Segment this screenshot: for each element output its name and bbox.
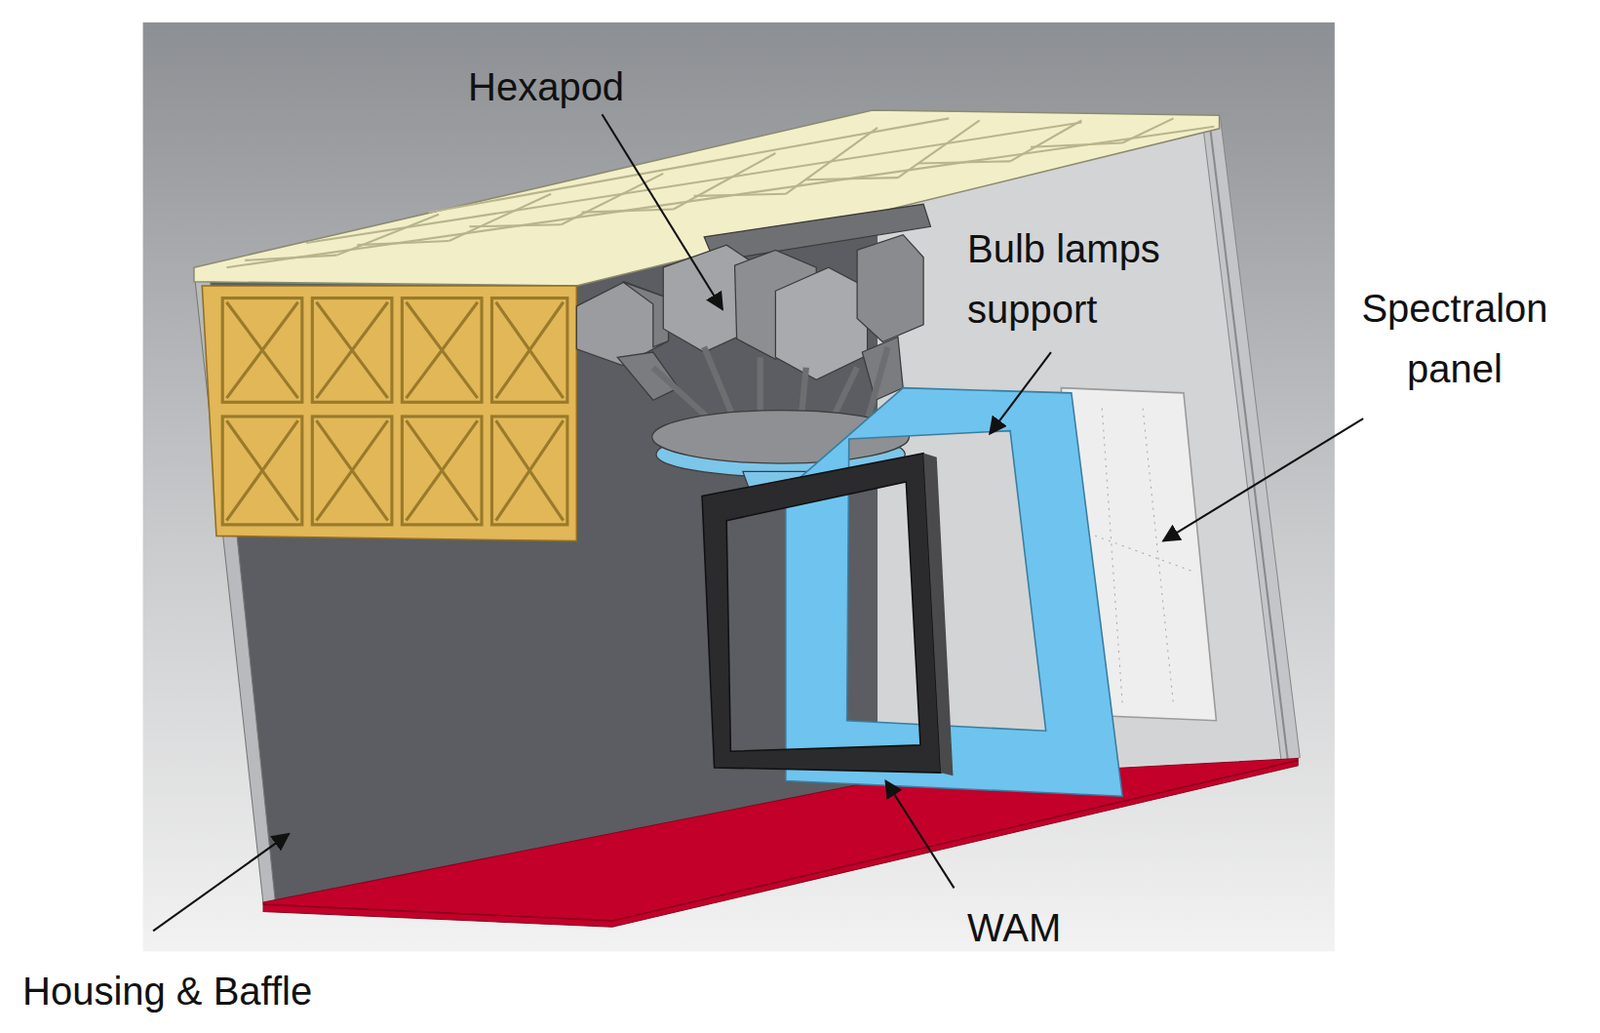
leader-line	[153, 833, 289, 931]
floor-panel	[263, 758, 1298, 928]
leader-line	[989, 351, 1052, 434]
part-label: Hexapod	[468, 56, 722, 118]
part-label: Housing & Baffle	[22, 960, 432, 1021]
part-label: Bulb lamps support	[967, 218, 1223, 340]
part-label: Spectralon panel	[1318, 277, 1592, 399]
background	[143, 22, 1335, 951]
leader-line	[885, 780, 954, 889]
lamp-support	[785, 388, 1123, 797]
part-label: WAM	[967, 897, 1163, 958]
hexapod	[576, 203, 931, 506]
leader-line	[601, 114, 722, 310]
wam-frame	[702, 453, 941, 774]
leader-line	[1163, 418, 1364, 542]
side-panel	[201, 285, 577, 542]
baffle-edge	[1202, 117, 1300, 763]
